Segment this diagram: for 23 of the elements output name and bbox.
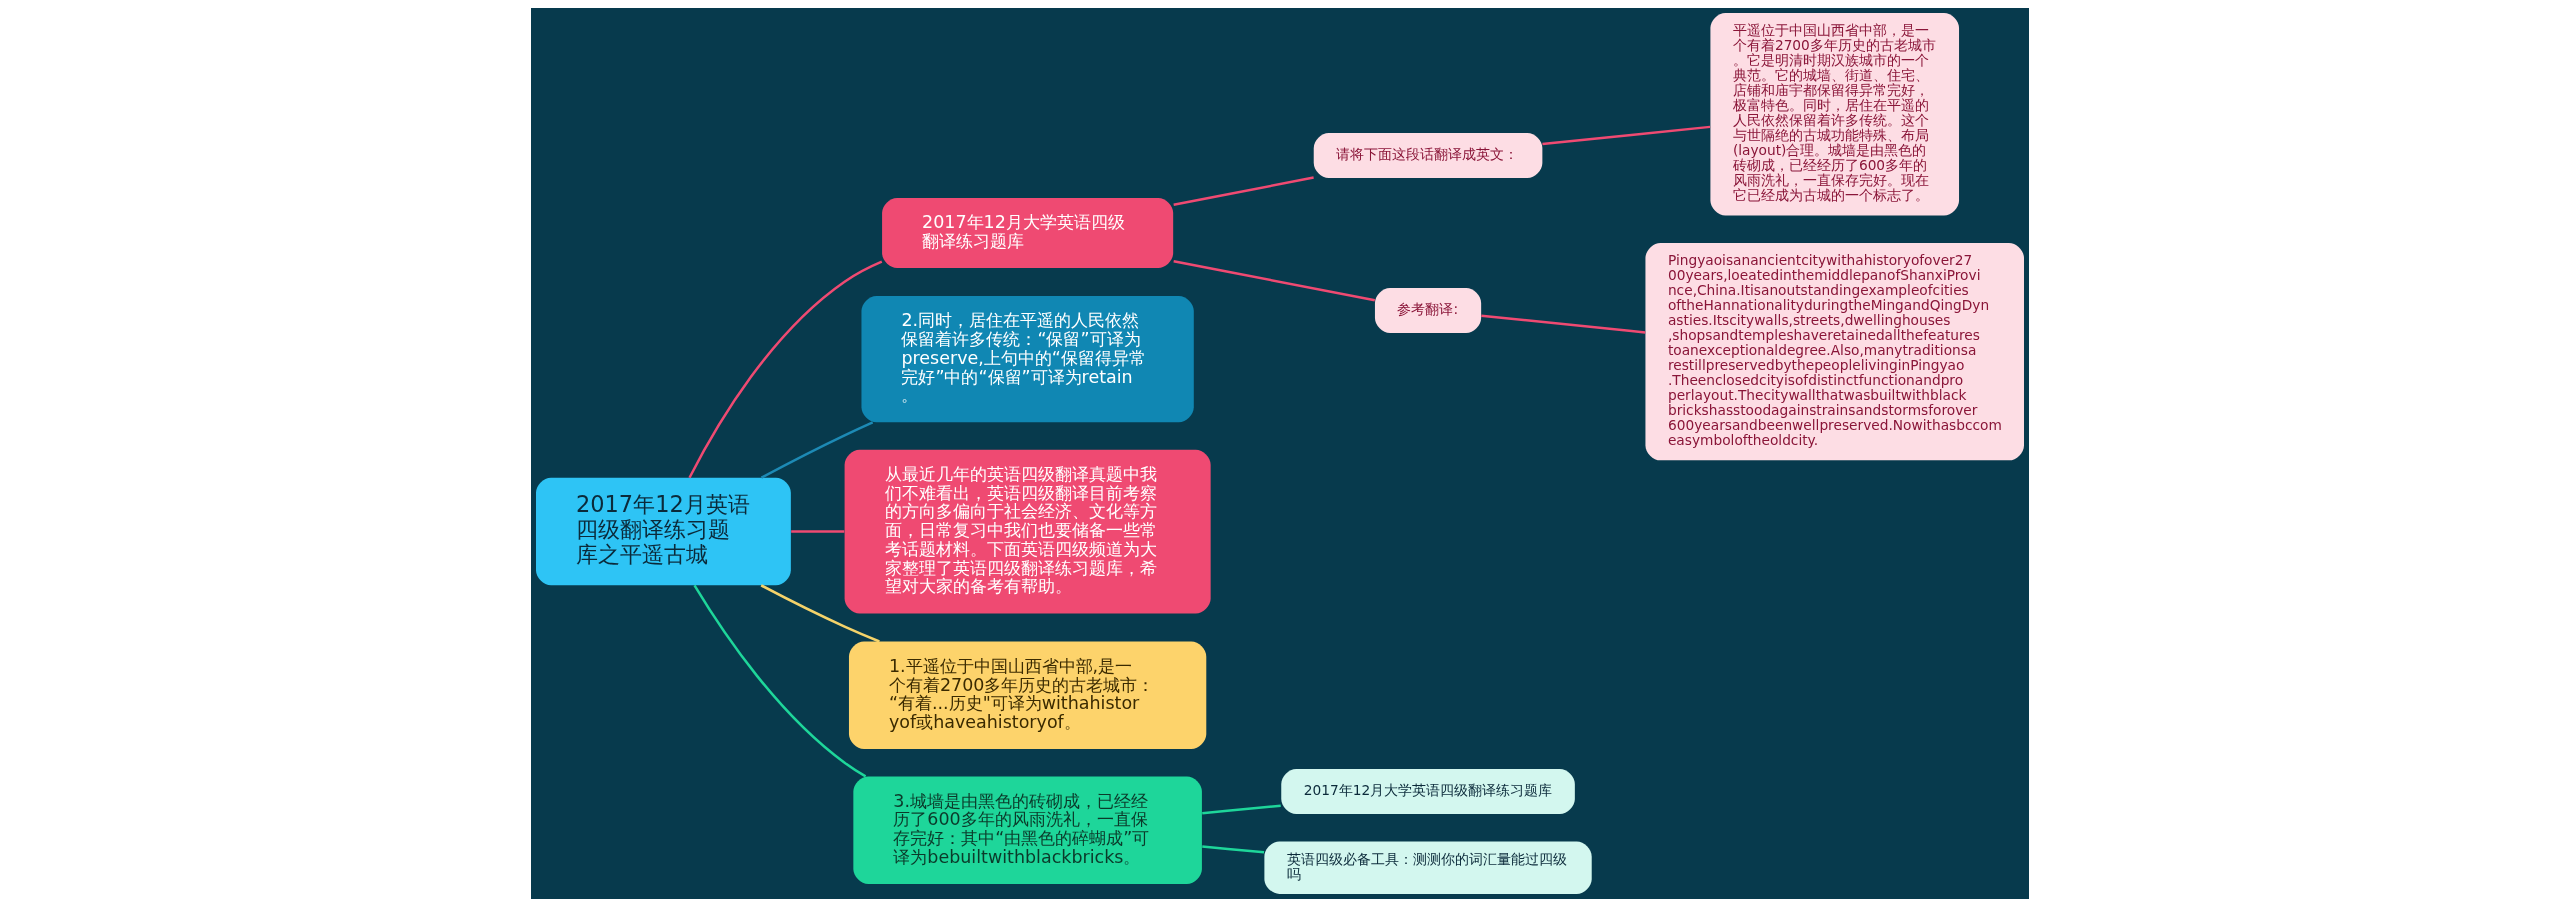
connector <box>1481 314 1646 334</box>
node-box: 请将下面这段话翻译成英文： <box>1313 133 1543 178</box>
node-box: 2017年12月大学英语四级翻译练习题库 <box>882 198 1174 268</box>
connector <box>1202 804 1281 815</box>
node-box: 3.城墙是由黑色的砖砌成，已经经历了600多年的风雨洗礼，一直保存完好：其中“由黑色的碎蝴成”可译为bebuiltwithblackbricks。 <box>853 776 1202 884</box>
node-box: 2.同时，居住在平遥的人民依然保留着许多传统：“保留”可译为preserve,上句中的“保留得异常完好”中的“保留”可译为retain。 <box>861 296 1194 423</box>
node-box: 英语四级必备工具：测测你的词汇量能过四级吗 <box>1264 841 1592 894</box>
node-box: 平遥位于中国山西省中部，是一个有着2700多年历史的古老城市。它是明清时期汉族城市的一个典范。它的城墙、街道、住宅、店铺和庙宇都保留得异常完好，极富特色。同时，居住在平遥的人民依然保留着许多传统。这个与世隔绝的古城功能特殊、布局(layout)合理。城墙是由黑色的砖砌成，已经经历了600多年的风雨洗礼，一直保存完好。现在它已经成为古城的一个标志了。 <box>1710 13 1960 216</box>
connector <box>791 530 845 533</box>
node-box: 从最近几年的英语四级翻译真题中我们不难看出，英语四级翻译目前考察的方向多偏向于社会经济、文化等方面，日常复习中我们也要储备一些常考话题材料。下面英语四级频道为大家整理了英语四级翻译练习题库，希望对大家的备考有帮助。 <box>844 449 1211 614</box>
connector <box>693 584 867 778</box>
connector <box>760 584 880 643</box>
node-box: 参考翻译: <box>1374 287 1482 333</box>
node-box: 2017年12月英语四级翻译练习题库之平遥古城 <box>536 477 791 586</box>
connector <box>1173 259 1376 302</box>
connector <box>1542 125 1711 146</box>
node-box: 2017年12月大学英语四级翻译练习题库 <box>1281 768 1575 814</box>
node-box: Pingyaoisanancientcitywithahistoryofover2700years,loeatedinthemiddlepanofShanxiProvince,China.ItisanoutstandingexampleofcitiesoftheHannationalityduringtheMingandQingDynasties.Itscitywalls,streets,dwellinghouses,shopsandtempleshaveretainedallthefeaturestoanexceptionaldegree.Also,manytraditionsarestillpreservedbythepeoplelivinginPingyao.Theenclosedcityisofdistinctfunctionandproperlayout.Thecitywallthatwasbuiltwithblackbrickshasstoodagainstrainsandstormsforover600yearsandbeenwellpreserved.Nowithasbccomeasymboloftheoldcity. <box>1645 243 2024 461</box>
connector <box>1202 845 1265 854</box>
connector <box>760 421 874 479</box>
connector <box>1173 176 1314 207</box>
node-box: 1.平遥位于中国山西省中部,是一个有着2700多年历史的古老城市：“有着...历史"可译为withahistoryof或haveahistoryof。 <box>848 641 1207 749</box>
connector <box>688 260 883 479</box>
